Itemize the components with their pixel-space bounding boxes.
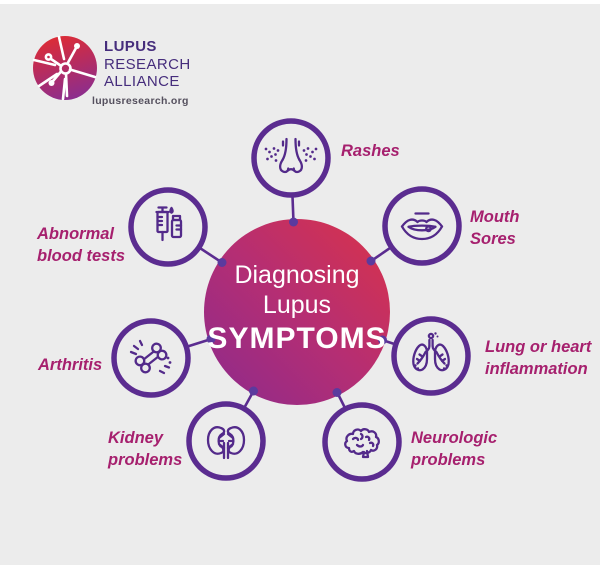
lips-sore-icon bbox=[400, 212, 444, 241]
symptom-circles bbox=[111, 118, 471, 482]
center-title: Diagnosing Lupus SYMPTOMS bbox=[207, 260, 386, 357]
syringe-vial-icon bbox=[155, 206, 183, 242]
logo-text-line1: LUPUS bbox=[104, 38, 157, 55]
symptom-circle-arthritis bbox=[111, 318, 191, 398]
bone-icon bbox=[129, 339, 172, 375]
symptom-circle-kidney bbox=[186, 401, 266, 481]
nose-rash-icon bbox=[264, 137, 318, 174]
logo-text-line2: RESEARCH bbox=[104, 55, 191, 73]
symptom-label-arthritis: Arthritis bbox=[38, 356, 103, 374]
rash-dots-right bbox=[302, 147, 318, 162]
symptom-label-kidney: Kidney problems bbox=[108, 429, 183, 469]
symptom-label-mouth-sores: Mouth Sores bbox=[470, 208, 520, 248]
website-url: lupusresearch.org bbox=[92, 95, 189, 107]
lupus-research-alliance-logo-icon bbox=[32, 35, 97, 101]
mouth-sore-spot bbox=[425, 225, 432, 233]
kidneys-icon bbox=[206, 426, 246, 460]
center-title-line3: SYMPTOMS bbox=[207, 322, 387, 355]
symptom-label-rashes: Rashes bbox=[341, 142, 400, 160]
blood-drop-icon bbox=[169, 206, 174, 214]
central-circle bbox=[204, 219, 390, 405]
symptom-circle-neurologic bbox=[322, 402, 402, 482]
connector-dot-neurologic bbox=[332, 388, 342, 397]
top-border bbox=[0, 0, 600, 4]
symptom-label-lung-heart: Lung or heart inflammation bbox=[485, 338, 592, 378]
logo-wedge-cuts bbox=[32, 35, 67, 101]
connector-dots bbox=[206, 217, 387, 397]
logo-text-line3: ALLIANCE bbox=[104, 73, 180, 90]
symptom-circle-lung-heart bbox=[391, 316, 471, 396]
connector-dot-blood-tests bbox=[217, 258, 227, 267]
center-title-line2: Lupus bbox=[262, 291, 332, 319]
symptom-circle-rashes bbox=[251, 118, 331, 198]
symptom-label-blood-tests: Abnormal blood tests bbox=[37, 225, 126, 265]
connector-dot-kidney bbox=[249, 386, 258, 396]
rash-dots-left bbox=[264, 147, 280, 162]
connector-dot-mouth-sores bbox=[366, 256, 376, 266]
center-title-line1: Diagnosing bbox=[234, 261, 360, 289]
lungs-icon bbox=[412, 332, 450, 372]
logo-wordmark: LUPUS RESEARCH ALLIANCE bbox=[104, 38, 191, 91]
pain-marks bbox=[129, 339, 172, 375]
logo-network-icon bbox=[44, 43, 97, 98]
brain-icon bbox=[344, 428, 380, 459]
connector-dot-arthritis bbox=[206, 334, 216, 344]
symptom-label-neurologic: Neurologic problems bbox=[411, 429, 498, 469]
connector-dot-lung-heart bbox=[378, 335, 387, 345]
connector-dot-rashes bbox=[289, 217, 298, 227]
